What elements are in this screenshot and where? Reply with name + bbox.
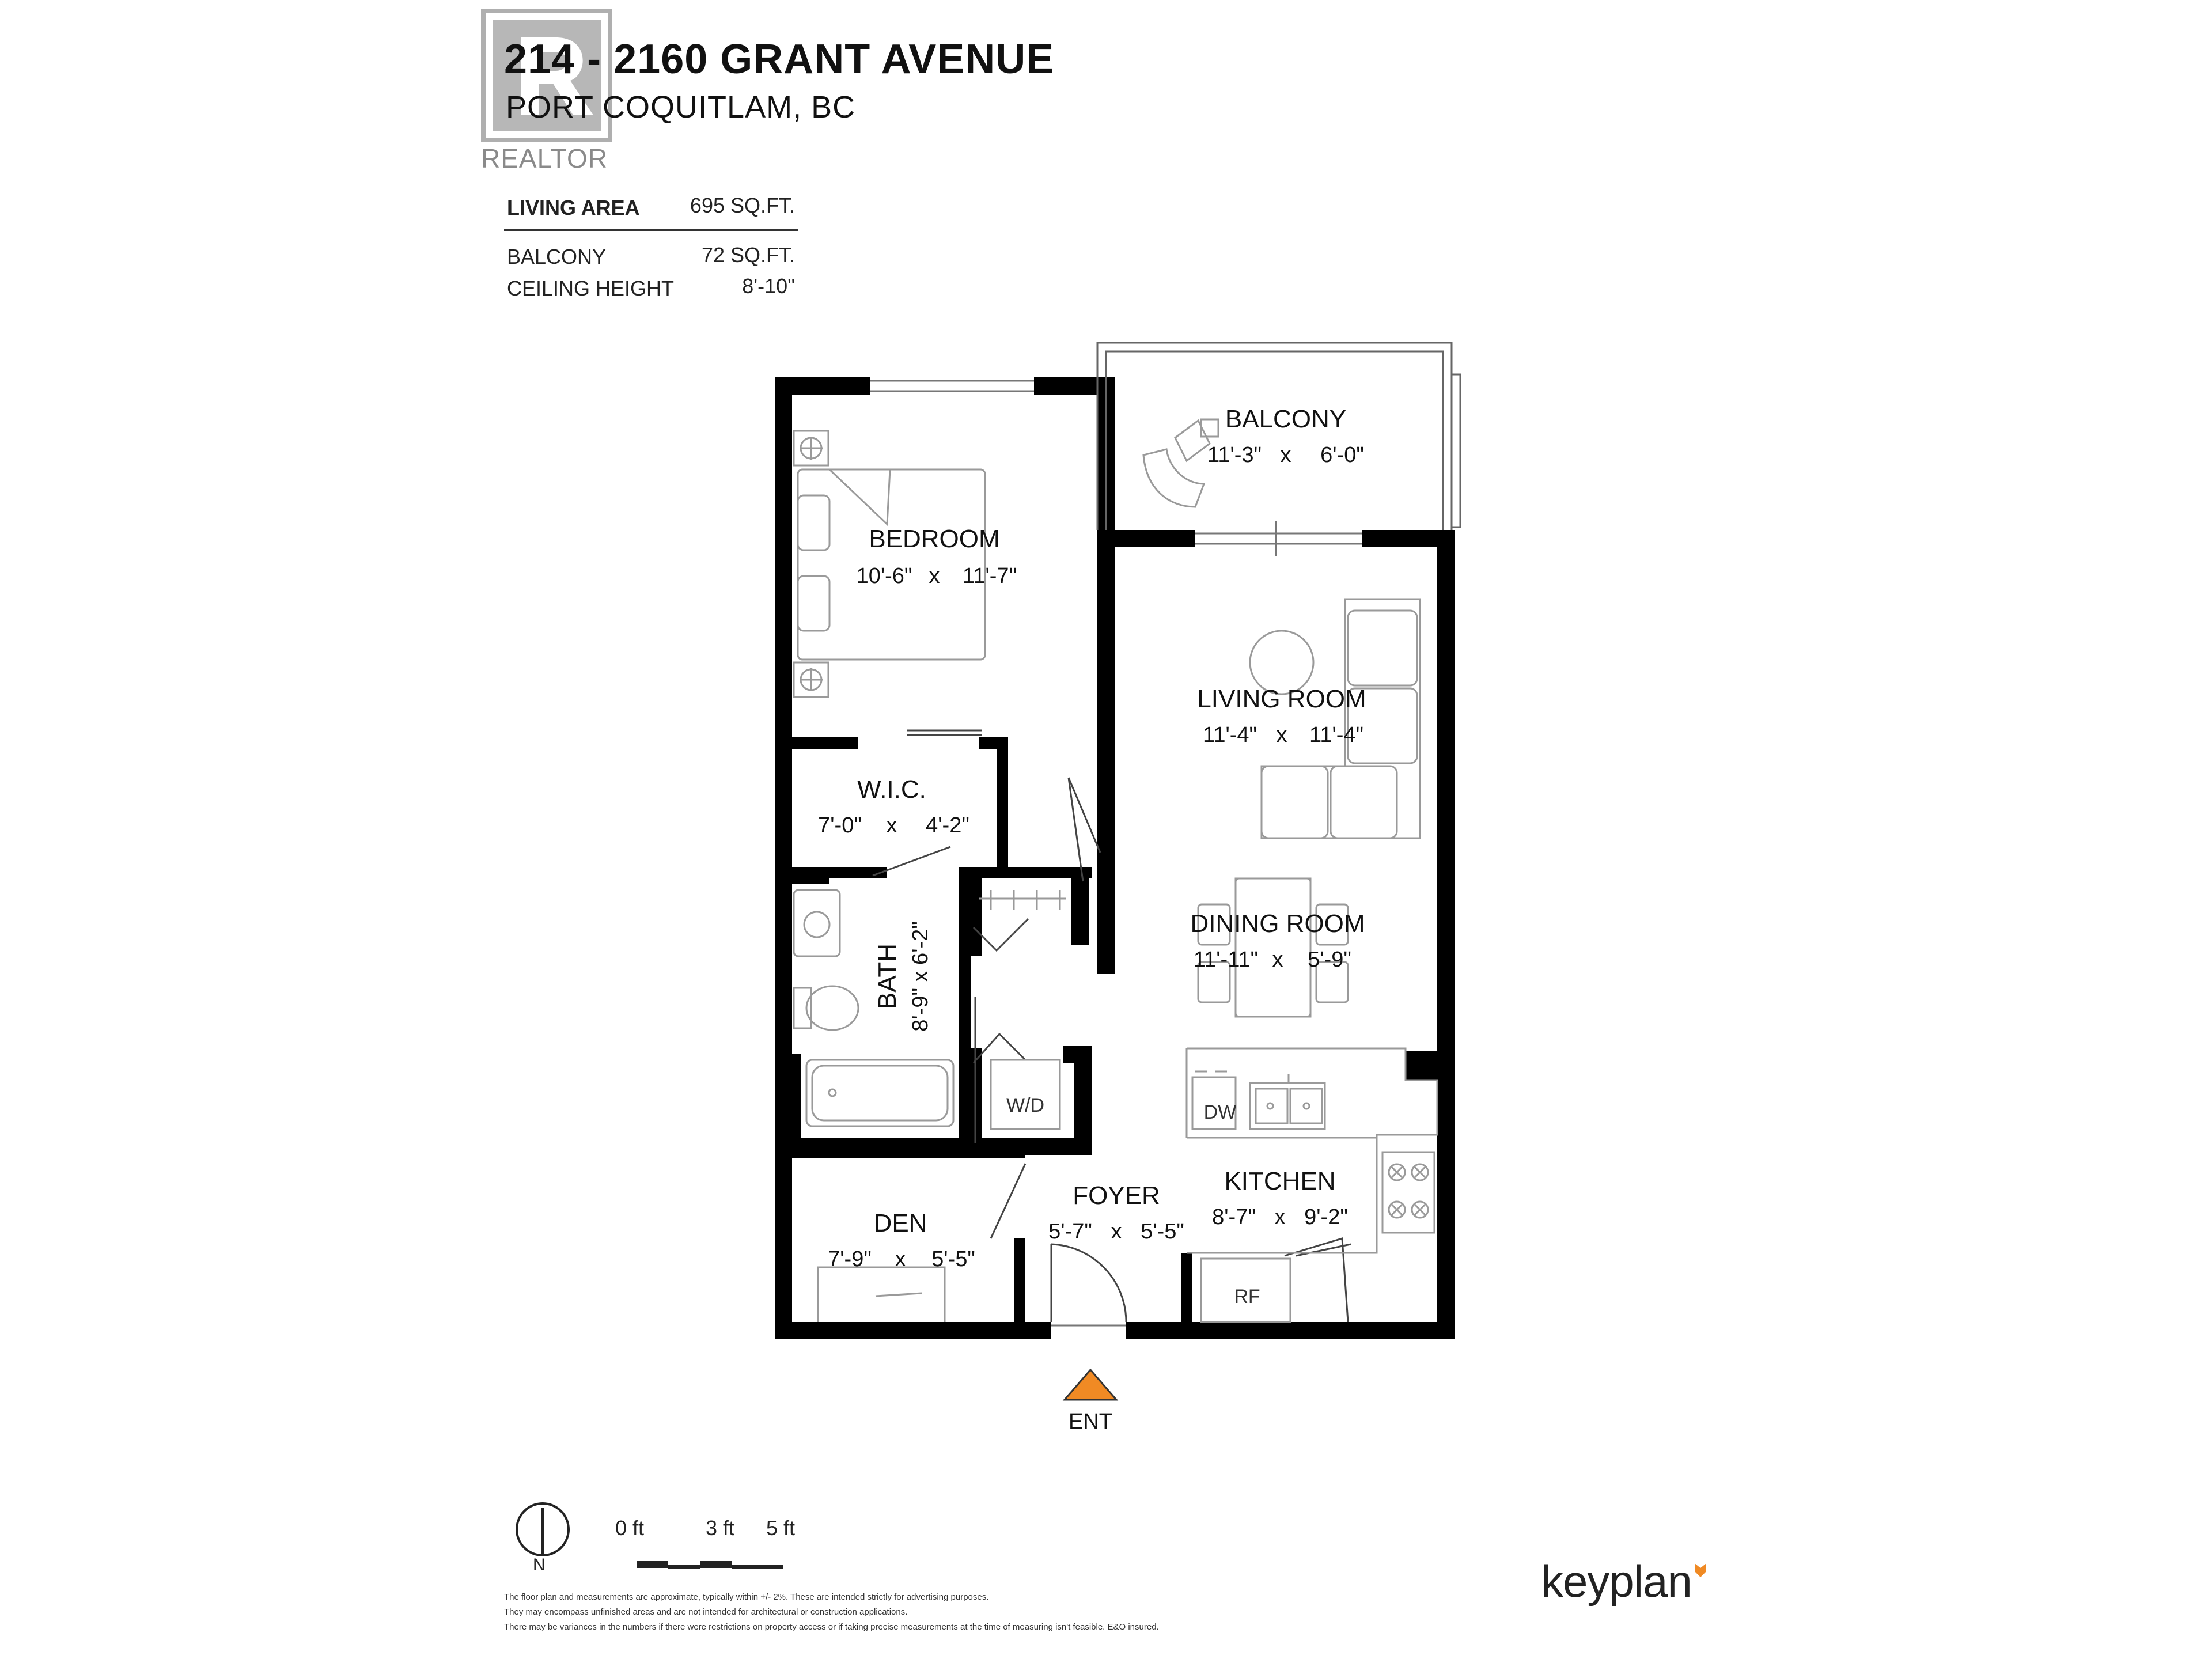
washer-dryer-label: W/D bbox=[1006, 1094, 1044, 1116]
balcony-width: 11'-3" bbox=[1207, 443, 1262, 467]
bedroom-name: BEDROOM bbox=[869, 525, 999, 553]
balcony-x: x bbox=[1281, 443, 1291, 467]
wic-name: W.I.C. bbox=[857, 775, 926, 804]
stat-ceiling-value: 8'-10" bbox=[742, 274, 795, 298]
room-foyer: FOYER 5'-7" x 5'-5" bbox=[1048, 1181, 1184, 1244]
room-den: DEN 7'-9" x 5'-5" bbox=[828, 1209, 975, 1271]
room-kitchen: KITCHEN 8'-7" x 9'-2" bbox=[1212, 1167, 1348, 1229]
room-dining: DINING ROOM 11'-11" x 5'-9" bbox=[1190, 910, 1365, 972]
living-x: x bbox=[1277, 723, 1287, 747]
doors bbox=[872, 729, 1351, 1323]
dining-depth: 5'-9" bbox=[1308, 948, 1351, 972]
dining-width: 11'-11" bbox=[1194, 948, 1258, 972]
den-width: 7'-9" bbox=[828, 1247, 872, 1271]
disclaimer: The floor plan and measurements are appr… bbox=[504, 1590, 1368, 1635]
bedroom-x: x bbox=[929, 564, 940, 588]
fridge-label: RF bbox=[1234, 1286, 1260, 1308]
disclaimer-line: There may be variances in the numbers if… bbox=[504, 1622, 1159, 1632]
den-x: x bbox=[895, 1247, 906, 1271]
balcony-depth: 6'-0" bbox=[1320, 443, 1364, 467]
living-name: LIVING ROOM bbox=[1197, 685, 1366, 713]
disclaimer-line: They may encompass unfinished areas and … bbox=[504, 1607, 908, 1617]
dining-name: DINING ROOM bbox=[1190, 910, 1365, 938]
disclaimer-line: The floor plan and measurements are appr… bbox=[504, 1592, 989, 1602]
wic-x: x bbox=[887, 813, 897, 838]
den-name: DEN bbox=[874, 1209, 927, 1237]
stat-living-area-label: LIVING AREA bbox=[507, 196, 640, 219]
room-balcony: BALCONY 11'-3" x 6'-0" bbox=[1207, 405, 1364, 467]
balcony-name: BALCONY bbox=[1225, 405, 1346, 433]
page-title: 214 - 2160 GRANT AVENUE bbox=[504, 36, 1055, 82]
stat-ceiling-label: CEILING HEIGHT bbox=[507, 276, 675, 300]
foyer-width: 5'-7" bbox=[1048, 1219, 1092, 1244]
compass-label: N bbox=[533, 1555, 546, 1574]
foyer-name: FOYER bbox=[1073, 1181, 1160, 1210]
bath-dims: 8'-9" x 6'-2" bbox=[908, 921, 933, 1031]
scale-label-3: 3 ft bbox=[706, 1516, 735, 1540]
stat-divider bbox=[504, 229, 798, 231]
dining-x: x bbox=[1272, 948, 1283, 972]
bedroom-depth: 11'-7" bbox=[963, 564, 1017, 588]
windows bbox=[870, 380, 1362, 1327]
entrance-label: ENT bbox=[1069, 1410, 1112, 1434]
realtor-wordmark: REALTOR bbox=[481, 143, 608, 173]
wic-depth: 4'-2" bbox=[926, 813, 969, 838]
furniture bbox=[793, 418, 1438, 1323]
compass-icon bbox=[516, 1502, 570, 1556]
bedroom-width: 10'-6" bbox=[857, 564, 912, 588]
room-bath: BATH 8'-9" x 6'-2" bbox=[873, 921, 933, 1031]
scale-label-5: 5 ft bbox=[766, 1516, 796, 1540]
stat-balcony-label: BALCONY bbox=[507, 245, 607, 268]
room-bedroom: BEDROOM 10'-6" x 11'-7" bbox=[857, 525, 1017, 588]
kitchen-x: x bbox=[1275, 1205, 1286, 1229]
stat-balcony-value: 72 SQ.FT. bbox=[701, 243, 795, 267]
stat-living-area-value: 695 SQ.FT. bbox=[690, 194, 795, 217]
scale-bar bbox=[637, 1561, 783, 1569]
dishwasher-label: DW bbox=[1204, 1101, 1237, 1123]
keyplan-logo: keyplan bbox=[1541, 1556, 1692, 1607]
scale-label-0: 0 ft bbox=[615, 1516, 645, 1540]
kitchen-depth: 9'-2" bbox=[1304, 1205, 1348, 1229]
room-living: LIVING ROOM 11'-4" x 11'-4" bbox=[1197, 685, 1366, 747]
realtor-logo-icon bbox=[481, 9, 612, 142]
keyplan-mark-icon bbox=[1695, 1563, 1706, 1577]
walls bbox=[775, 377, 1455, 1339]
balcony-outline bbox=[1096, 342, 1461, 530]
foyer-x: x bbox=[1111, 1219, 1122, 1244]
kitchen-name: KITCHEN bbox=[1224, 1167, 1335, 1195]
kitchen-width: 8'-7" bbox=[1212, 1205, 1256, 1229]
bath-name: BATH bbox=[873, 944, 902, 1009]
living-depth: 11'-4" bbox=[1309, 723, 1363, 747]
room-wic: W.I.C. 7'-0" x 4'-2" bbox=[818, 775, 969, 838]
page-header: REALTOR 214 - 2160 GRANT AVENUE PORT COQ… bbox=[0, 0, 2212, 346]
page-subtitle: PORT COQUITLAM, BC bbox=[506, 90, 856, 124]
wic-width: 7'-0" bbox=[818, 813, 862, 838]
foyer-depth: 5'-5" bbox=[1141, 1219, 1184, 1244]
living-width: 11'-4" bbox=[1203, 723, 1257, 747]
entrance-arrow-icon bbox=[1062, 1368, 1119, 1401]
den-depth: 5'-5" bbox=[931, 1247, 975, 1271]
